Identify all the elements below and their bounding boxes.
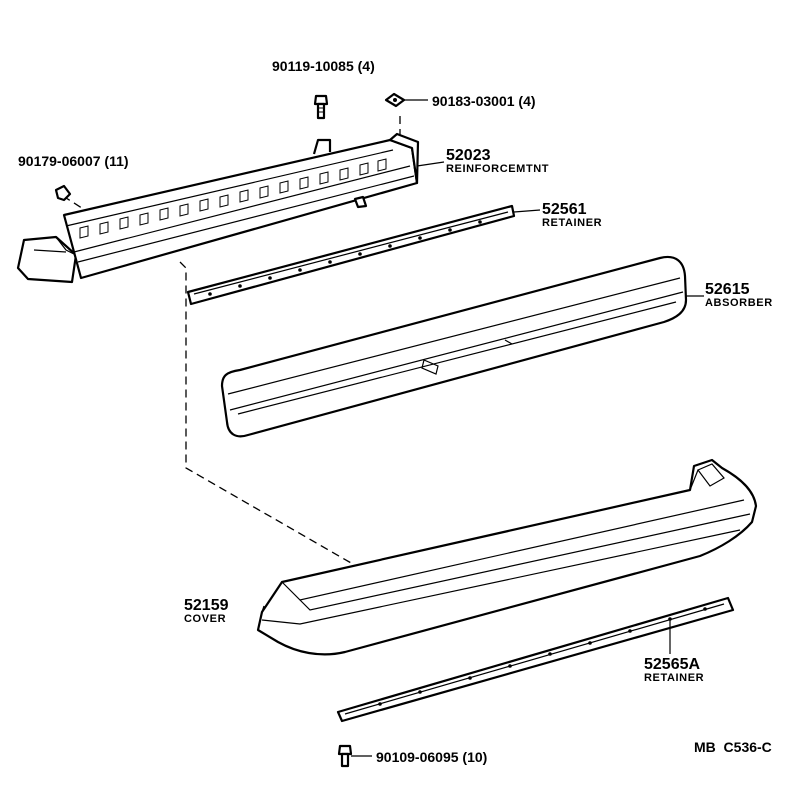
retainer-lower-holes: [378, 607, 707, 706]
absorber-part: [220, 255, 688, 438]
reinforcement-part: [16, 132, 420, 284]
retainer-lower-part: [336, 596, 735, 723]
bolt-icon: [313, 94, 329, 120]
part-number-52159: 52159: [184, 597, 229, 614]
hardware-label-90183: 90183-03001 (4): [432, 93, 536, 109]
screw-icon: [337, 744, 353, 768]
reinforcement-slots: [79, 158, 387, 239]
part-number-52561: 52561: [542, 201, 587, 218]
part-name-52023: REINFORCEMTNT: [446, 163, 549, 175]
hardware-label-90119: 90119-10085 (4): [272, 58, 375, 74]
part-number-52615: 52615: [705, 281, 750, 298]
retainer-upper-holes: [208, 220, 482, 296]
cover-part: [256, 458, 758, 656]
part-name-52561: RETAINER: [542, 217, 602, 229]
part-name-52615: ABSORBER: [705, 297, 773, 309]
clip-nut-icon: [384, 92, 406, 108]
part-name-52565A: RETAINER: [644, 672, 704, 684]
drawing-code: MB C536-C: [694, 739, 772, 755]
retainer-upper-part: [186, 204, 516, 306]
hardware-label-90109: 90109-06095 (10): [376, 749, 487, 765]
leader-lines: [261, 99, 704, 757]
hardware-label-90179: 90179-06007 (11): [18, 153, 129, 169]
part-number-52565A: 52565A: [644, 656, 700, 673]
grommet-icon: [54, 184, 72, 202]
part-name-52159: COVER: [184, 613, 226, 625]
part-number-52023: 52023: [446, 147, 491, 164]
